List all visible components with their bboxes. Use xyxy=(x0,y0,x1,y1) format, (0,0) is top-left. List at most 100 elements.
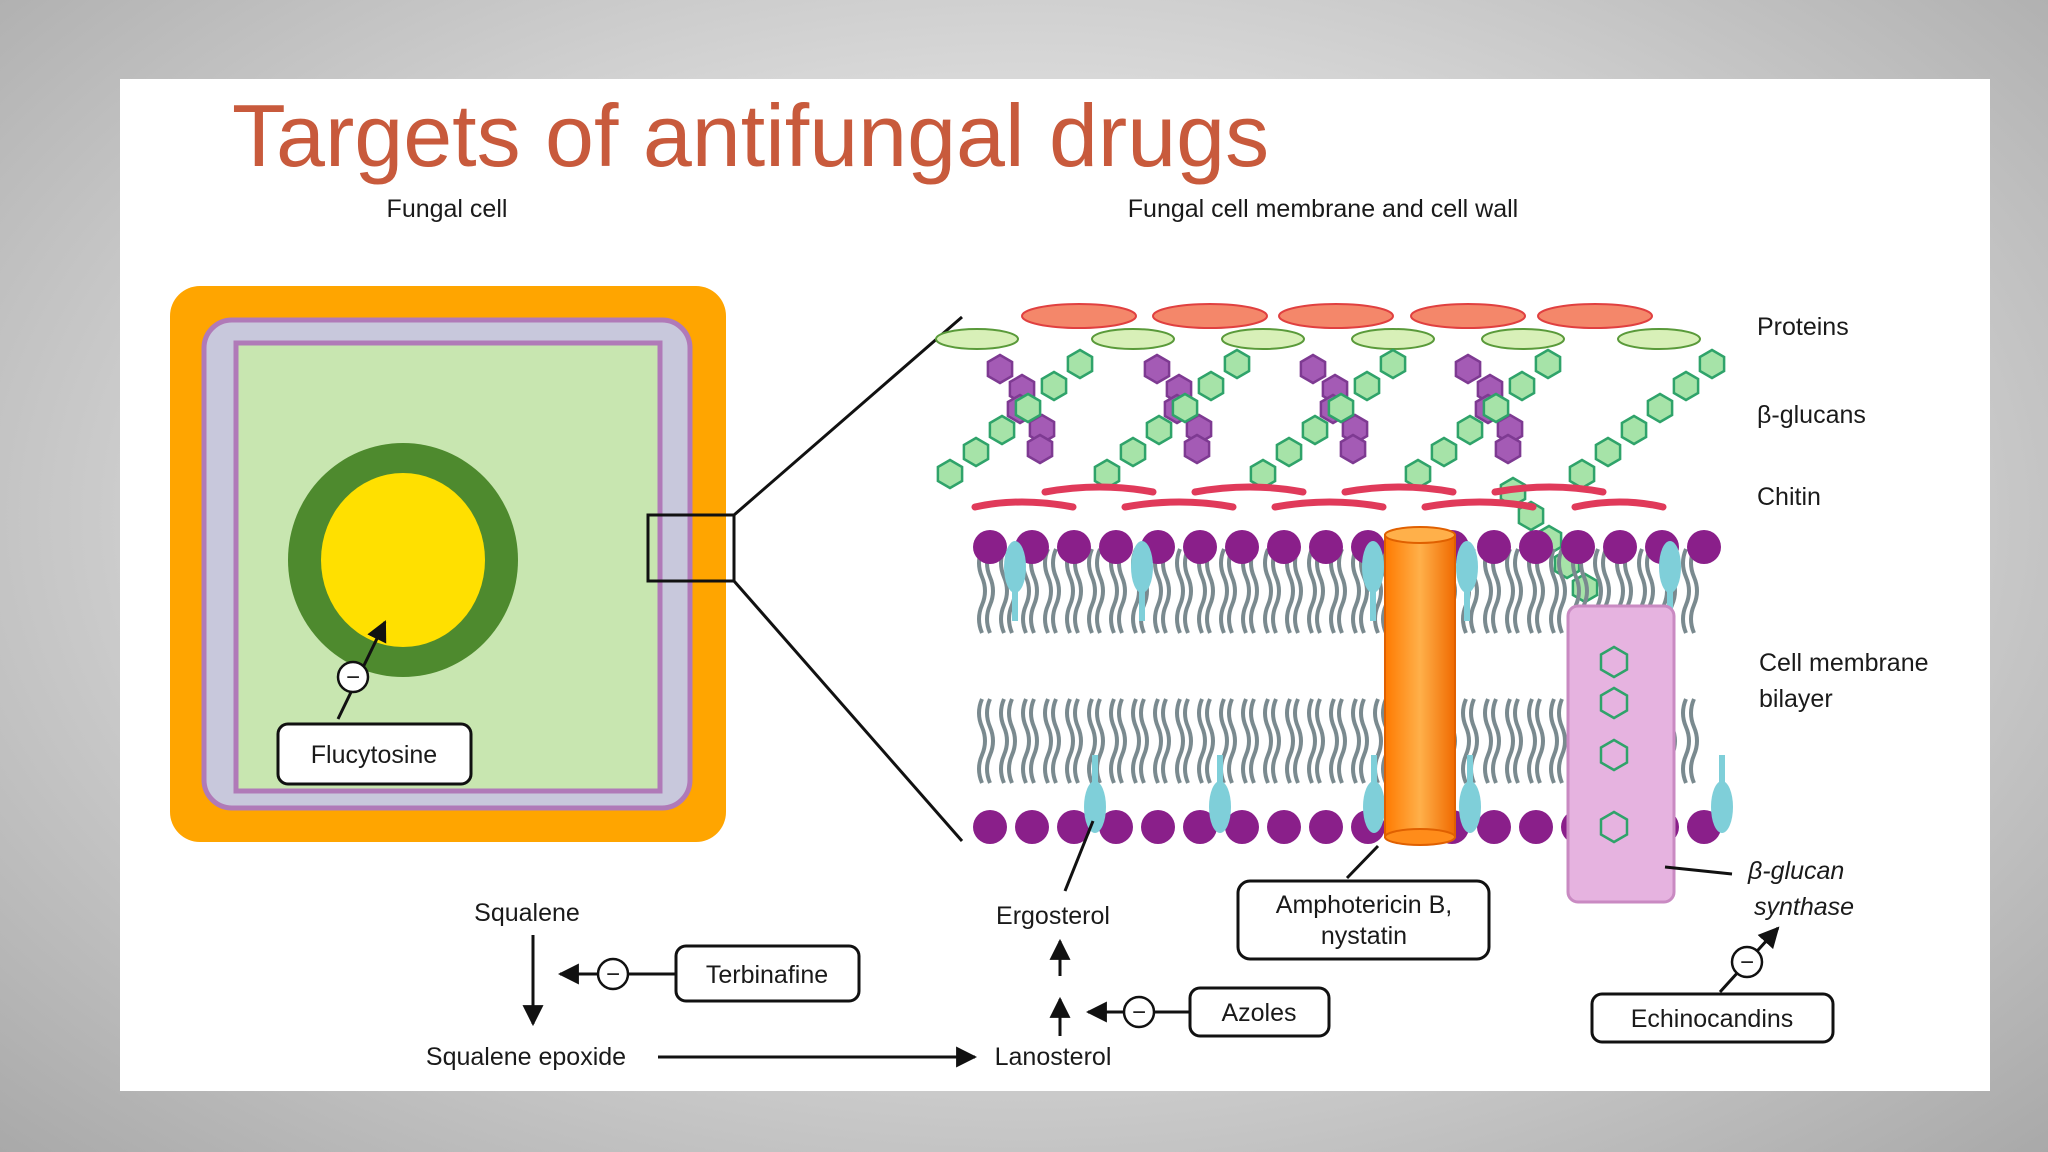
glucan-hexagon xyxy=(1353,370,1381,402)
glucan-hexagon xyxy=(1145,414,1173,446)
protein xyxy=(1481,328,1565,350)
zoom-line-bottom xyxy=(732,580,964,842)
lipid-tail xyxy=(1527,548,1537,634)
lipid-tail xyxy=(1483,698,1493,784)
protein xyxy=(1351,328,1435,350)
lipid-tail xyxy=(1689,548,1699,634)
terbinafine-label: Terbinafine xyxy=(706,961,828,989)
lipid-tail xyxy=(1043,548,1053,634)
synthase-pointer xyxy=(1664,865,1733,876)
glucan-hexagon xyxy=(1456,414,1484,446)
glucan-hexagon xyxy=(1508,370,1536,402)
squalene-epoxide-label: Squalene epoxide xyxy=(426,1043,626,1071)
lipid-head xyxy=(1099,810,1133,844)
chitin-hexagon xyxy=(1299,353,1327,385)
lipid-tail xyxy=(1007,698,1017,784)
lipid-tail xyxy=(1513,548,1523,634)
lipid-tail xyxy=(1689,698,1699,784)
lipid-tail xyxy=(1513,698,1523,784)
lipid-head xyxy=(1519,810,1553,844)
lipid-head xyxy=(1309,810,1343,844)
lipid-head xyxy=(1477,810,1511,844)
lanosterol-label: Lanosterol xyxy=(995,1043,1112,1071)
chitin-band xyxy=(1491,483,1607,496)
chitin-hexagon xyxy=(1494,433,1522,465)
ergosterol-molecule xyxy=(1004,541,1026,593)
lipid-tail xyxy=(1029,698,1039,784)
bilayer-label-line2: bilayer xyxy=(1759,685,1833,713)
azoles-inhibition: − Azoles xyxy=(1085,986,1331,1038)
flucytosine-inhibition: − Flucytosine xyxy=(276,620,473,786)
glucan-hexagon xyxy=(1275,436,1303,468)
lipid-tail xyxy=(1527,698,1537,784)
lipid-tail xyxy=(999,548,1009,634)
lipid-tail xyxy=(1065,548,1075,634)
ergosterol-tail xyxy=(1139,585,1145,621)
nucleus xyxy=(321,473,485,647)
lipid-tail xyxy=(1227,698,1237,784)
lipid-tail xyxy=(1549,698,1559,784)
lipid-tail xyxy=(1241,698,1251,784)
lipid-tail xyxy=(1183,548,1193,634)
lipid-tail xyxy=(1293,548,1303,634)
glucan-hexagon xyxy=(1672,370,1700,402)
lipid-tail xyxy=(1351,698,1361,784)
chitin-band xyxy=(1421,498,1537,511)
lipid-tail xyxy=(1315,548,1325,634)
lipid-tail xyxy=(1087,698,1097,784)
glucan-hexagon xyxy=(1594,436,1622,468)
lipid-head xyxy=(1015,810,1049,844)
glucan-hexagon xyxy=(1327,392,1355,424)
glucan-hexagon xyxy=(1568,458,1596,490)
ergosterol-molecules xyxy=(1004,541,1733,833)
chitin-hexagon xyxy=(1183,433,1211,465)
inhibitor-sign: − xyxy=(346,664,360,691)
lipid-head xyxy=(1309,530,1343,564)
beta-glucans-label: β-glucans xyxy=(1757,401,1866,429)
slide-title: Targets of antifungal drugs xyxy=(232,86,1270,185)
lipid-tail xyxy=(1205,698,1215,784)
synthase-label-line2: synthase xyxy=(1754,893,1854,921)
lipid-tail xyxy=(1249,548,1259,634)
glucan-hexagon xyxy=(1482,392,1510,424)
amphotericin-label-line1: Amphotericin B, xyxy=(1276,891,1452,919)
lipid-tail xyxy=(1087,548,1097,634)
protein xyxy=(1021,303,1137,329)
lipid-tail xyxy=(1337,698,1347,784)
ergosterol-molecule xyxy=(1659,541,1681,593)
lipid-tail xyxy=(1505,548,1515,634)
lipid-tail xyxy=(1549,548,1559,634)
glucan-hexagon xyxy=(1620,414,1648,446)
lipid-head xyxy=(1183,530,1217,564)
bilayer-label-line1: Cell membrane xyxy=(1759,649,1929,677)
chitin-layer xyxy=(971,483,1667,511)
chitin-hexagon xyxy=(1026,433,1054,465)
chitin-hexagon xyxy=(1339,433,1367,465)
lipid-tail xyxy=(1491,698,1501,784)
chitin-band xyxy=(1191,483,1307,496)
lipid-head xyxy=(1603,530,1637,564)
lipid-tail xyxy=(1219,548,1229,634)
lipid-tail xyxy=(1117,698,1127,784)
glucan-hexagon xyxy=(1599,738,1629,772)
slide: Targets of antifungal drugs Fungal cell xyxy=(120,79,1990,1091)
lipid-head xyxy=(1267,530,1301,564)
glucan-hexagon xyxy=(1646,392,1674,424)
glucan-hexagon xyxy=(1534,348,1562,380)
protein xyxy=(1278,303,1394,329)
lipid-tail xyxy=(1263,698,1273,784)
chitin-band xyxy=(971,498,1077,511)
glucan-hexagon xyxy=(962,436,990,468)
lipid-head xyxy=(1057,530,1091,564)
lipid-tail xyxy=(1359,548,1369,634)
lipid-head xyxy=(1057,810,1091,844)
lipid-head xyxy=(1519,530,1553,564)
protein xyxy=(1410,303,1526,329)
lipid-tail xyxy=(1271,548,1281,634)
lipid-tail xyxy=(1271,698,1281,784)
inhibitor-sign: − xyxy=(606,961,620,988)
lipid-tail xyxy=(1153,698,1163,784)
protein xyxy=(1537,303,1653,329)
lipid-head xyxy=(1267,810,1301,844)
lipid-tail xyxy=(1307,548,1317,634)
